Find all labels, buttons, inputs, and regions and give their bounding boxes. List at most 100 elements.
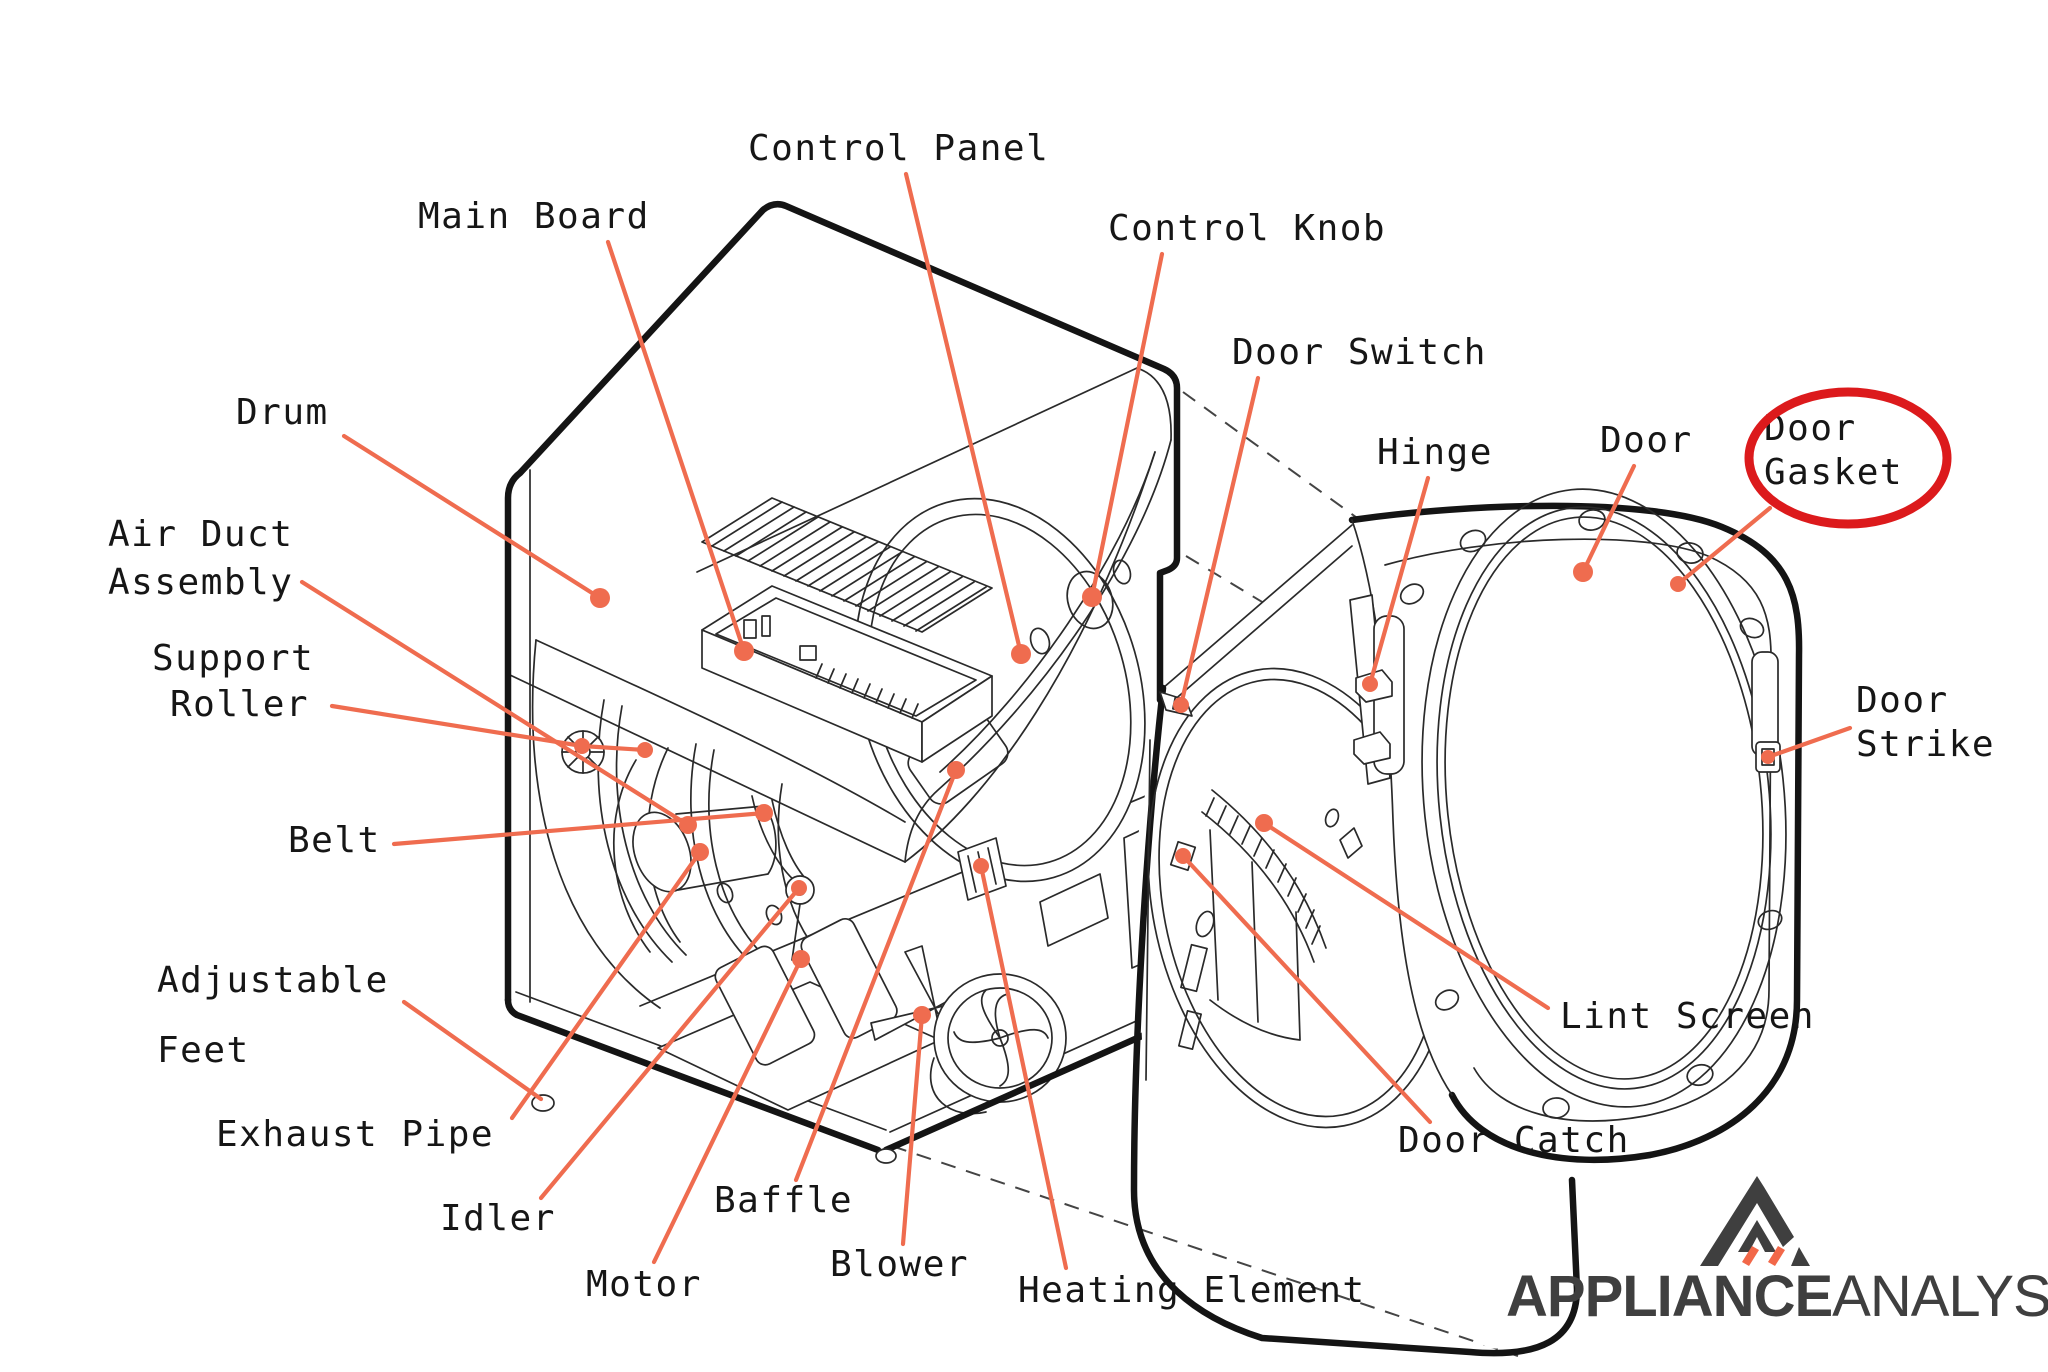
label-door-gasket-line2: Gasket: [1764, 452, 1903, 493]
base-components: [613, 747, 1197, 1115]
exhaust-pipe-cap: [632, 811, 692, 893]
label-support-roller-line2: Roller: [170, 684, 309, 725]
board-component-1: [743, 619, 757, 639]
label-air-duct-line2: Assembly: [108, 562, 293, 603]
cabinet-base-left-edge: [504, 996, 882, 1154]
front-panel-top-edge: [1162, 524, 1353, 689]
front-panel-body: [1134, 525, 1579, 1349]
dot-door-strike: [1761, 750, 1775, 764]
label-drum: Drum: [236, 392, 329, 433]
door-window-ring: [1421, 488, 1787, 1108]
control-panel-fascia-outer: [904, 439, 1172, 863]
door-gasket-inner: [1444, 516, 1764, 1080]
main-board-opening-hatch: [701, 497, 993, 633]
label-door-strike-line1: Door: [1856, 680, 1949, 721]
dot-lint-screen: [1255, 814, 1273, 832]
drum-top-edge: [535, 639, 906, 823]
leader-blower: [900, 1012, 925, 1247]
dot-drum: [590, 588, 610, 608]
cabinet-outline: [504, 200, 1181, 1004]
door-body: [1352, 505, 1800, 1160]
label-air-duct-line1: Air Duct: [108, 514, 293, 555]
control-panel-right-corner: [1136, 367, 1172, 441]
label-door: Door: [1600, 420, 1693, 461]
main-board-pcb: [715, 597, 977, 717]
logo-brand-secondary: ANALYSTS: [1832, 1264, 2048, 1329]
projection-line-bottom: [891, 1145, 1519, 1357]
belt-line-2: [771, 799, 806, 879]
drum-rib-2b: [708, 749, 765, 957]
panel-oval-cutout: [1195, 910, 1215, 938]
label-heating-element: Heating Element: [1018, 1270, 1366, 1311]
dot-idler: [791, 880, 807, 896]
dot-blower: [913, 1006, 931, 1024]
dot-heating-element: [973, 858, 989, 874]
leader-lines: [299, 171, 1853, 1271]
control-knob-hole: [1066, 570, 1114, 630]
control-panel-assembly: [696, 367, 1172, 863]
leader-lint-screen: [1261, 820, 1551, 1011]
dot-support-roller-2: [637, 742, 653, 758]
label-door-switch: Door Switch: [1232, 332, 1487, 373]
lint-screen-slot: [1209, 829, 1301, 1041]
door-screw-holes: [1399, 509, 1783, 1119]
label-adjustable-feet-line1: Adjustable: [157, 960, 389, 1001]
leader-baffle: [793, 767, 959, 1183]
dot-exhaust-pipe: [691, 843, 709, 861]
blower-wheel-inner: [947, 987, 1053, 1089]
label-control-panel: Control Panel: [748, 128, 1049, 169]
cabinet-opening-top-edge: [509, 674, 906, 863]
blower-wheel-spokes: [953, 989, 1049, 1087]
door-handle-pocket: [1751, 651, 1779, 757]
board-component-3: [799, 645, 817, 661]
logo-wordmark: APPLIANCEANALYSTS: [1506, 1264, 2048, 1329]
dot-control-knob: [1082, 587, 1102, 607]
control-panel-fascia-inner: [939, 451, 1156, 773]
leader-drum: [341, 433, 603, 601]
dot-door: [1573, 562, 1593, 582]
leader-door: [1580, 463, 1637, 575]
blower-hub: [991, 1029, 1009, 1047]
label-exhaust-pipe: Exhaust Pipe: [216, 1114, 494, 1155]
leader-dots: [574, 562, 1775, 1024]
front-panel-left-bottom-edge: [1130, 684, 1581, 1357]
label-motor: Motor: [586, 1264, 702, 1305]
projection-line-top: [1182, 391, 1361, 521]
dot-door-gasket: [1670, 576, 1686, 592]
hinge-pin-bottom: [1353, 731, 1391, 765]
drum-rib-1b: [615, 705, 687, 956]
door-gasket-outer: [1436, 506, 1772, 1090]
fascia-oval-small-right: [1112, 559, 1132, 585]
idler-mount: [791, 903, 801, 961]
door-gasket-highlight-ring: [1744, 387, 1952, 529]
leader-control-panel: [903, 171, 1024, 657]
label-door-catch: Door Catch: [1398, 1120, 1630, 1161]
dot-control-panel: [1011, 644, 1031, 664]
lint-screen: [1201, 789, 1327, 1041]
label-belt: Belt: [288, 820, 381, 861]
logo-accent-dashes: [1742, 1246, 1785, 1266]
dot-belt: [755, 804, 773, 822]
leader-heating-element: [978, 863, 1069, 1271]
label-baffle: Baffle: [714, 1180, 853, 1221]
label-hinge: Hinge: [1377, 432, 1493, 473]
hinge: [1349, 594, 1405, 785]
control-panel-fascia-bottom: [904, 451, 1156, 863]
dot-hinge: [1362, 676, 1378, 692]
leader-adjustable-feet: [401, 999, 544, 1102]
logo-mountain-icon: [1700, 1176, 1810, 1266]
label-door-strike-line2: Strike: [1856, 724, 1995, 765]
lint-screen-hatch: [1205, 797, 1321, 945]
dot-air-duct: [679, 816, 697, 834]
dot-baffle: [947, 761, 965, 779]
logo: APPLIANCEANALYSTS: [1506, 1176, 2048, 1329]
dot-door-catch: [1175, 848, 1191, 864]
board-terminals: [815, 663, 919, 719]
label-lint-screen: Lint Screen: [1560, 996, 1815, 1037]
label-idler: Idler: [440, 1198, 556, 1239]
leader-hinge: [1367, 475, 1431, 687]
label-adjustable-feet-line2: Feet: [157, 1030, 250, 1071]
label-main-board: Main Board: [418, 196, 650, 237]
label-support-roller-line1: Support: [152, 638, 314, 679]
